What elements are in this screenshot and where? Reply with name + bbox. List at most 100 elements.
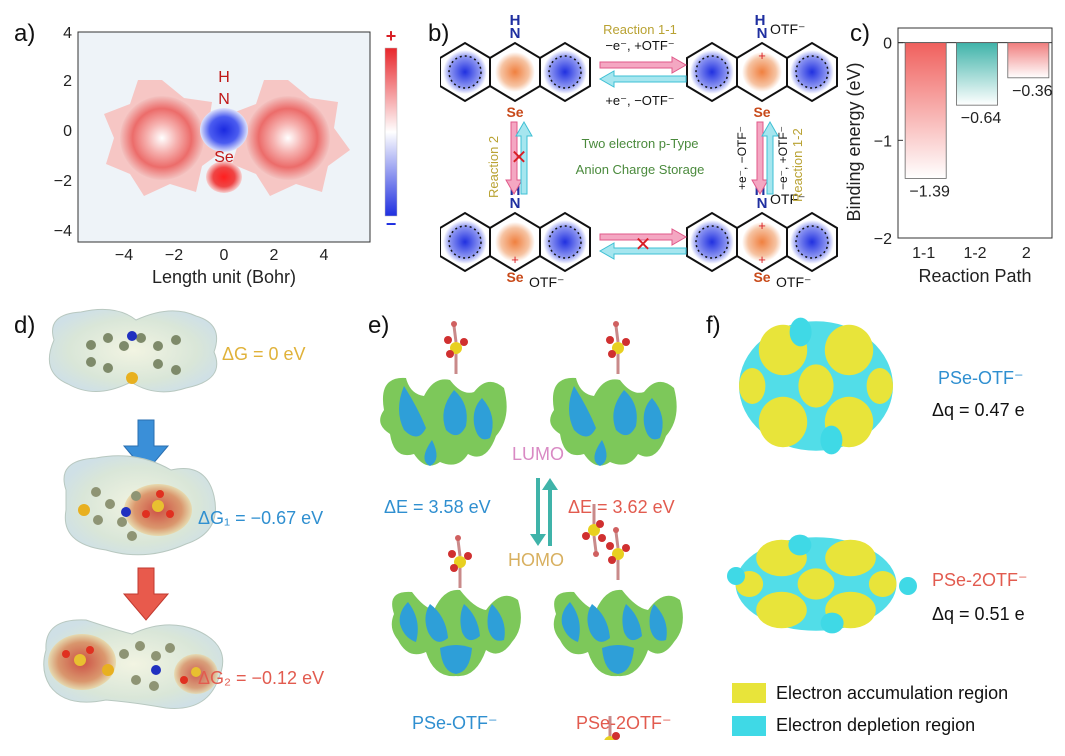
legend-swatch-depletion bbox=[732, 716, 766, 736]
lumo-pse-otf bbox=[380, 319, 507, 466]
ytick-label: −1 bbox=[874, 133, 892, 150]
se-accumulation-blob bbox=[206, 161, 242, 193]
panel-d-label: d) bbox=[14, 312, 36, 339]
panel-f-charge-difference bbox=[727, 317, 917, 634]
lumo-label: LUMO bbox=[512, 444, 565, 464]
svg-text:N: N bbox=[757, 25, 768, 42]
lumo-pse-2otf bbox=[550, 319, 677, 559]
arrow-up-reaction-2 bbox=[515, 120, 533, 195]
esp-molecule-2 bbox=[63, 455, 216, 556]
svg-text:H: H bbox=[755, 12, 766, 29]
atom-label-se: Se bbox=[214, 149, 234, 166]
cross-reaction-2: ✕ bbox=[511, 147, 528, 169]
svg-text:+: + bbox=[758, 252, 766, 267]
svg-text:N: N bbox=[510, 25, 521, 42]
molecule-dication: N H OTF⁻ + + Se OTF⁻ bbox=[686, 182, 838, 290]
panel-e-label: e) bbox=[368, 312, 390, 339]
svg-text:+: + bbox=[511, 252, 519, 267]
bar-1-1 bbox=[904, 42, 947, 179]
label-reaction-1-2: Reaction 1-2 bbox=[790, 128, 805, 202]
arrow-lumo-to-homo bbox=[542, 478, 558, 546]
ytick-label: 0 bbox=[883, 36, 892, 53]
svg-text:N: N bbox=[757, 195, 768, 212]
arrow-down-red bbox=[122, 567, 170, 621]
homo-label: HOMO bbox=[508, 550, 564, 570]
svg-text:−2: −2 bbox=[54, 173, 72, 190]
molecule-se-oxidized: N H + Se OTF⁻ bbox=[440, 182, 591, 290]
legend-label-depletion: Electron depletion region bbox=[776, 715, 976, 735]
chart-xlabel: Reaction Path bbox=[918, 266, 1031, 286]
label-reaction-1-2-left: +e⁻, −OTF⁻ bbox=[735, 126, 749, 190]
svg-text:2: 2 bbox=[63, 73, 72, 90]
esp-molecule-1 bbox=[48, 308, 218, 393]
bar-value-label-1-1: −1.39 bbox=[909, 183, 950, 200]
panel-d-esp-molecules bbox=[43, 308, 224, 709]
svg-text:OTF⁻: OTF⁻ bbox=[770, 191, 805, 207]
legend-swatch-accumulation bbox=[732, 683, 766, 703]
xtick-1-1: 1-1 bbox=[912, 245, 935, 262]
svg-text:Se: Se bbox=[753, 269, 770, 285]
svg-text:OTF⁻: OTF⁻ bbox=[776, 274, 811, 290]
name-pse-2otf: PSe-2OTF⁻ bbox=[576, 713, 672, 733]
ytick-label: −2 bbox=[874, 231, 892, 248]
ring-left-density bbox=[104, 80, 224, 196]
label-reaction-1-1-bottom: +e⁻, −OTF⁻ bbox=[605, 93, 674, 108]
atom-label-n: N bbox=[218, 91, 230, 108]
label-reaction-1-2-right: −e⁻, +OTF⁻ bbox=[776, 126, 790, 190]
arrow-back-1-1 bbox=[598, 70, 687, 88]
panel-a-xticks: −4 −2 0 2 4 bbox=[115, 247, 329, 264]
legend-label-accumulation: Electron accumulation region bbox=[776, 683, 1009, 703]
panel-c-label: c) bbox=[850, 20, 870, 47]
panel-a-esp-map: H N Se 4 2 0 −2 −4 −4 −2 0 2 4 Length un… bbox=[54, 25, 398, 287]
delta-g-1: ΔG₁ = −0.67 eV bbox=[198, 508, 324, 528]
panel-e-orbitals bbox=[380, 319, 683, 740]
svg-text:Se: Se bbox=[753, 104, 770, 120]
svg-text:0: 0 bbox=[63, 123, 72, 140]
delta-e-left: ΔE = 3.58 eV bbox=[384, 497, 491, 517]
homo-pse-otf bbox=[391, 533, 521, 677]
xtick-1-2: 1-2 bbox=[963, 245, 986, 262]
svg-text:OTF⁻: OTF⁻ bbox=[770, 21, 805, 37]
svg-text:2: 2 bbox=[270, 247, 279, 264]
svg-text:−2: −2 bbox=[165, 247, 183, 264]
molecule-n-oxidized: N H OTF⁻ + Se bbox=[686, 12, 838, 120]
svg-text:4: 4 bbox=[63, 25, 72, 42]
panel-a-label: a) bbox=[14, 20, 36, 47]
delta-g-2: ΔG₂ = −0.12 eV bbox=[198, 668, 325, 688]
cdd-otf-blob bbox=[870, 378, 886, 394]
name-f-pse-otf: PSe-OTF⁻ bbox=[938, 368, 1024, 388]
arrow-back-bottom bbox=[598, 242, 687, 260]
arrow-down-reaction-1-2 bbox=[751, 121, 769, 196]
panel-a-xlabel: Length unit (Bohr) bbox=[152, 267, 296, 287]
cdd-pse-2otf bbox=[735, 534, 897, 634]
n-depletion-blob bbox=[200, 108, 248, 152]
bar-2 bbox=[1007, 42, 1050, 79]
delta-e-right: ΔE = 3.62 eV bbox=[568, 497, 675, 517]
svg-text:H: H bbox=[510, 12, 521, 29]
homo-pse-2otf bbox=[553, 525, 683, 740]
name-f-pse-2otf: PSe-2OTF⁻ bbox=[932, 570, 1028, 590]
center-text-1: Two electron p-Type bbox=[581, 136, 698, 151]
panel-a-colorbar bbox=[384, 47, 398, 217]
arrow-down-reaction-2 bbox=[505, 121, 523, 196]
svg-text:4: 4 bbox=[320, 247, 329, 264]
chart-ylabel: Binding energy (eV) bbox=[844, 62, 864, 221]
svg-text:Se: Se bbox=[506, 269, 523, 285]
label-reaction-2: Reaction 2 bbox=[486, 136, 501, 198]
svg-text:−4: −4 bbox=[115, 247, 133, 264]
bar-value-label-1-2: −0.64 bbox=[961, 110, 1002, 127]
colorbar-minus: − bbox=[386, 214, 397, 234]
esp-molecule-3 bbox=[43, 619, 224, 709]
panel-b-scheme: N H Se N H OTF⁻ + Se N H + Se OTF⁻ N H O… bbox=[440, 12, 838, 290]
panel-f-label: f) bbox=[706, 312, 721, 339]
arrow-forward-bottom bbox=[599, 228, 688, 246]
svg-text:0: 0 bbox=[220, 247, 229, 264]
svg-text:−4: −4 bbox=[54, 223, 72, 240]
arrow-forward-1-1 bbox=[599, 56, 688, 74]
panel-a-yticks: 4 2 0 −2 −4 bbox=[54, 25, 72, 240]
name-pse-otf: PSe-OTF⁻ bbox=[412, 713, 498, 733]
svg-text:+: + bbox=[758, 48, 766, 63]
label-reaction-1-1: Reaction 1-1 bbox=[603, 22, 677, 37]
center-text-2: Anion Charge Storage bbox=[576, 162, 705, 177]
